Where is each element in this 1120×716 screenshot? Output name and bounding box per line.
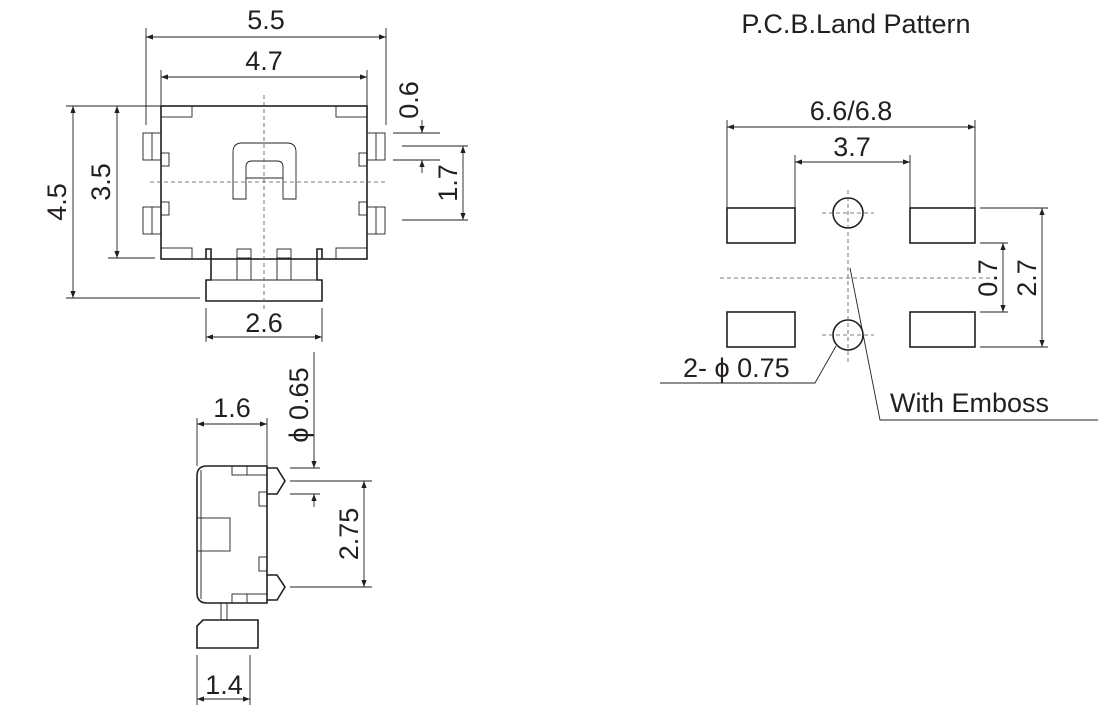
dim-inner-width: 3.7 bbox=[833, 132, 871, 162]
emboss-label: With Emboss bbox=[890, 388, 1049, 418]
clip-shape bbox=[232, 142, 297, 200]
dim-terminal-width: 0.6 bbox=[394, 81, 424, 119]
boss-top bbox=[267, 467, 286, 495]
side-view: 1.6 ϕ 0.65 2.75 1.4 bbox=[196, 352, 372, 705]
side-actuator bbox=[196, 619, 259, 649]
dim-actuator-depth: 1.4 bbox=[205, 670, 243, 700]
dim-body-width: 4.7 bbox=[245, 46, 283, 76]
dim-terminal-pitch: 1.7 bbox=[433, 164, 463, 202]
dim-outer-width: 6.6/6.8 bbox=[810, 96, 893, 126]
pad bbox=[909, 207, 976, 244]
dim-overall-width: 5.5 bbox=[247, 5, 285, 35]
dim-pad-span: 2.7 bbox=[1012, 259, 1042, 297]
dim-actuator-width: 2.6 bbox=[245, 308, 283, 338]
land-pattern-title: P.C.B.Land Pattern bbox=[741, 9, 970, 39]
dim-overall-height: 4.5 bbox=[42, 183, 72, 221]
dim-boss-diameter: ϕ 0.65 bbox=[284, 367, 314, 442]
hole-label: 2- ϕ 0.75 bbox=[683, 353, 790, 383]
terminals bbox=[142, 132, 386, 235]
pad bbox=[909, 311, 976, 348]
side-body-outline bbox=[196, 465, 268, 604]
pad bbox=[726, 311, 796, 348]
pad bbox=[726, 207, 796, 244]
dim-body-depth: 1.6 bbox=[213, 393, 251, 423]
dim-body-height: 3.5 bbox=[86, 163, 116, 201]
top-view: 5.5 4.7 4.5 3.5 0.6 1.7 2.6 bbox=[42, 5, 468, 342]
dim-boss-pitch: 2.75 bbox=[334, 508, 364, 561]
boss-bottom bbox=[267, 574, 286, 601]
land-pattern: P.C.B.Land Pattern 6.6/6.8 3.7 0.7 2.7 2 bbox=[660, 9, 1098, 421]
dim-pad-gap: 0.7 bbox=[973, 259, 1003, 297]
